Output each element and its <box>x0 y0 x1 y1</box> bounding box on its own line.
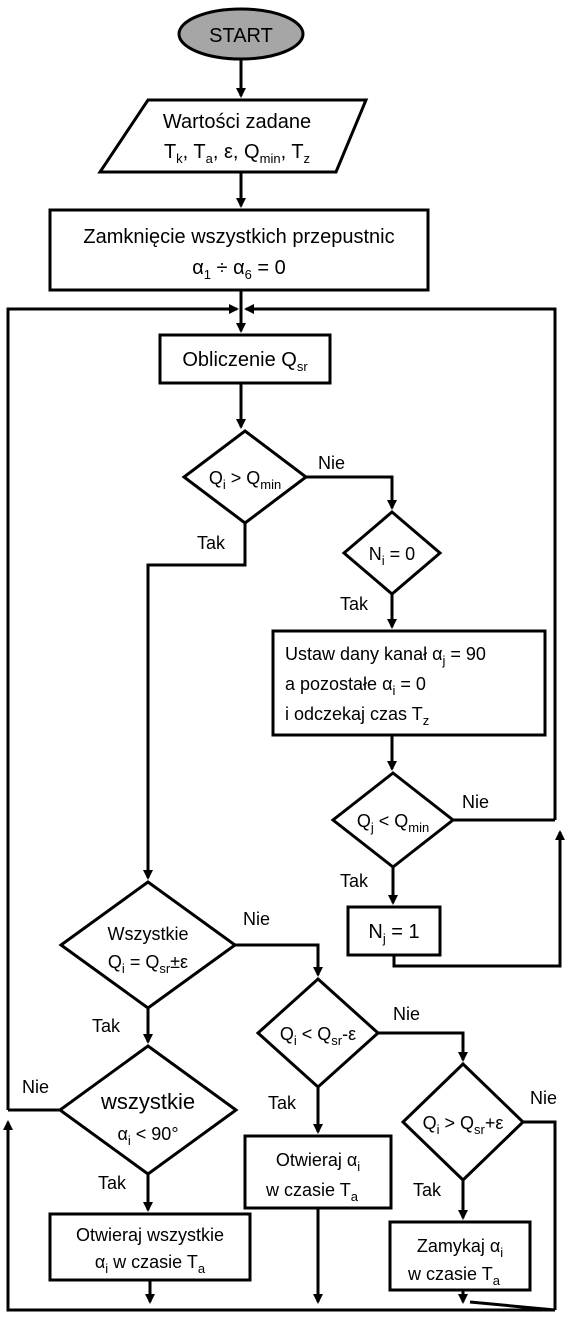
label-yes-all-eq: Tak <box>92 1016 121 1036</box>
close-i-box <box>388 1220 532 1292</box>
start-label: START <box>209 25 273 47</box>
arrow-nj-return <box>392 830 565 968</box>
label-yes-ni: Tak <box>340 594 369 614</box>
set-channel-line3: i odczekaj czas Tz <box>285 704 429 728</box>
loop-right-return <box>244 304 557 820</box>
decision-qi-lt-label: Qi < Qsr-ε <box>280 1024 356 1048</box>
open-all-line2: αi w czasie Ta <box>95 1252 206 1276</box>
arrow-qi-lt-no <box>378 1031 468 1062</box>
close-all-line2: α1 ÷ α6 = 0 <box>192 257 286 282</box>
open-all-line1: Otwieraj wszystkie <box>76 1225 224 1245</box>
arrow-dec1-yes <box>143 523 247 880</box>
decision-qi-gt-label: Qi > Qsr+ε <box>423 1113 504 1137</box>
label-no-qi-gt: Nie <box>530 1088 557 1108</box>
label-yes-qi-gt: Tak <box>413 1180 442 1200</box>
close-i-line2: w czasie Ta <box>407 1264 501 1288</box>
set-channel-line2: a pozostałe αi = 0 <box>285 674 426 698</box>
set-channel-box <box>271 629 547 737</box>
label-yes-qi-lt: Tak <box>268 1093 297 1113</box>
decision-ni-zero-label: Ni = 0 <box>369 544 415 568</box>
nj-box <box>346 905 442 957</box>
decision-all-eq-line2: Qi = Qsr±ε <box>108 952 188 976</box>
compute-box <box>158 333 332 385</box>
open-i-line1: Otwieraj αi <box>276 1150 360 1174</box>
label-no-lt90: Nie <box>22 1077 49 1097</box>
decision-all-lt90-line2: αi < 90° <box>117 1124 178 1148</box>
input-parallelogram <box>97 98 369 174</box>
bottom-return-line <box>2 1120 555 1312</box>
decision-all-eq <box>58 880 238 1010</box>
decision-all-eq-line1: Wszystkie <box>108 924 189 944</box>
label-yes-lt90: Tak <box>98 1173 127 1193</box>
arrow-all-eq-no <box>235 943 323 977</box>
input-title: Wartości zadane <box>163 111 311 133</box>
label-no-all-eq: Nie <box>243 909 270 929</box>
close-all-box <box>48 208 430 292</box>
open-i-box <box>243 1134 393 1210</box>
line-qi-gt-no <box>523 1120 557 1310</box>
label-no-dec1: Nie <box>318 453 345 473</box>
bottom-return-join <box>469 1300 556 1312</box>
decision-qj-lt-qmin-label: Qj < Qmin <box>357 811 429 835</box>
decision-all-lt90-line1: wszystkie <box>100 1089 195 1114</box>
close-all-line1: Zamknięcie wszystkich przepustnic <box>83 226 394 248</box>
open-all-box <box>48 1212 252 1282</box>
label-no-qj: Nie <box>462 792 489 812</box>
close-i-line1: Zamykaj αi <box>417 1236 503 1260</box>
loop-left-return <box>6 304 239 1110</box>
label-yes-qj: Tak <box>340 871 369 891</box>
label-no-qi-lt: Nie <box>393 1004 420 1024</box>
decision-qi-gt-qmin-label: Qi > Qmin <box>209 468 281 492</box>
arrow-dec1-no <box>306 475 397 510</box>
compute-label: Obliczenie Qsr <box>182 349 308 374</box>
input-params: Tk, Ta, ε, Qmin, Tz <box>164 141 310 166</box>
nj-label: Nj = 1 <box>368 921 419 946</box>
open-i-line2: w czasie Ta <box>265 1180 359 1204</box>
set-channel-line1: Ustaw dany kanał αj = 90 <box>285 644 486 668</box>
label-yes-dec1: Tak <box>197 533 226 553</box>
